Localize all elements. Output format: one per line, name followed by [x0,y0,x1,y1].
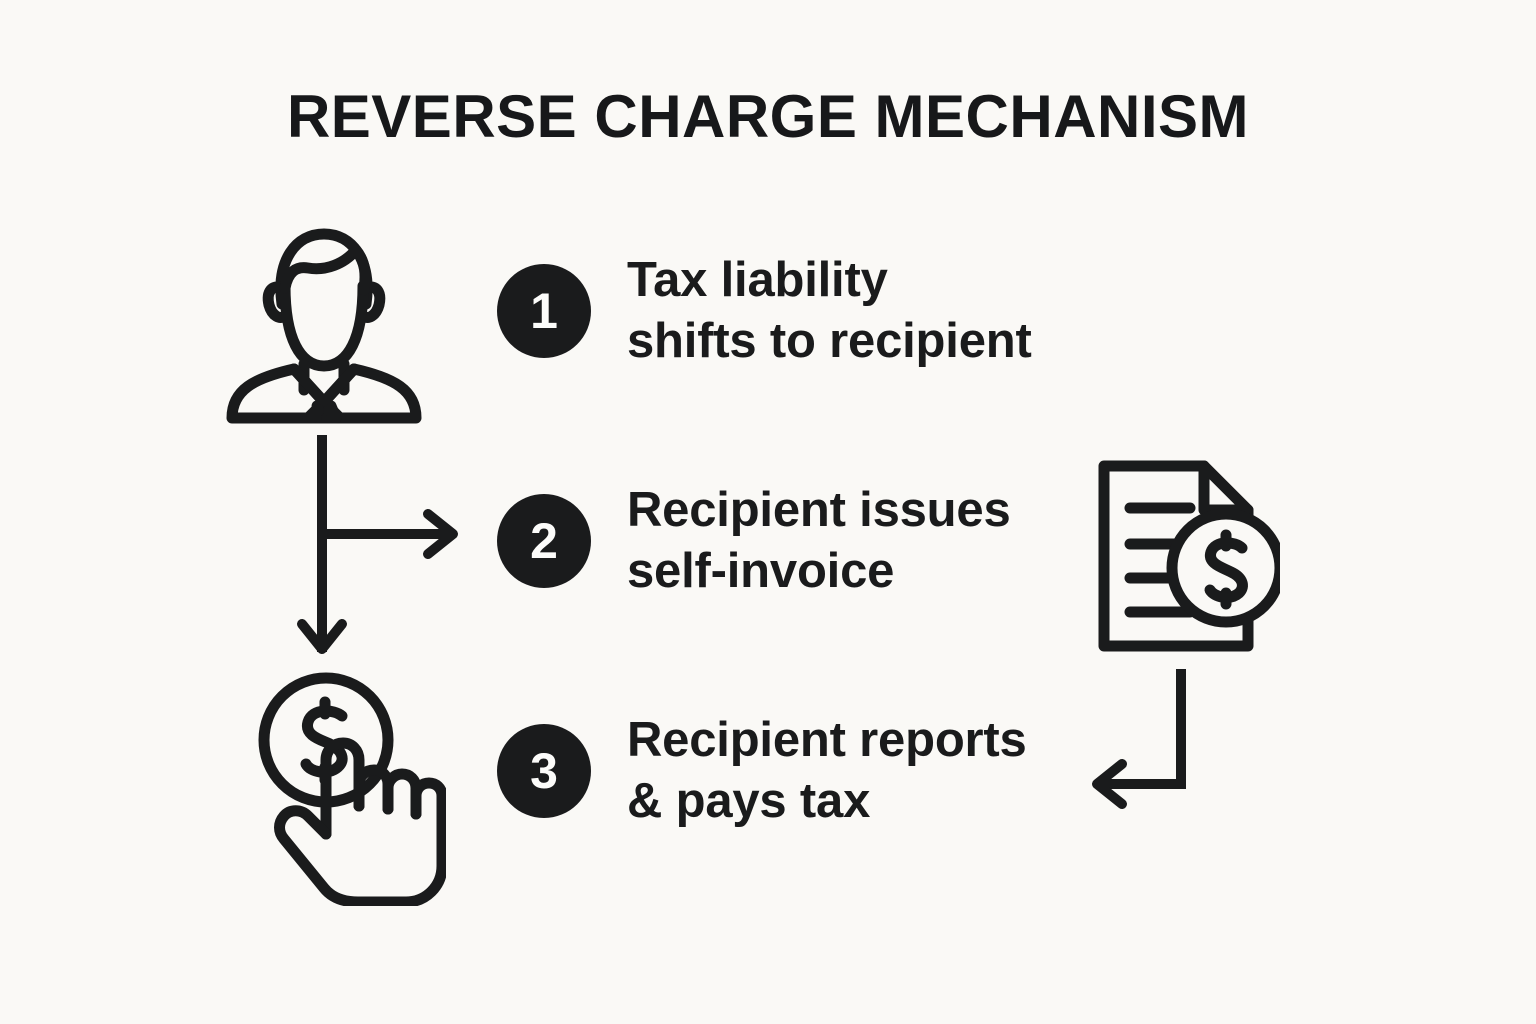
page-title: REVERSE CHARGE MECHANISM [286,83,1250,150]
elbow-arrow-left-icon [1078,660,1248,820]
flow-arrow-icon [288,432,478,672]
step-badge-3: 3 [497,723,591,818]
step-badge-2: 2 [497,493,591,588]
step-item-3: 3 Recipient reports & pays tax [497,710,1027,832]
step-label-2: Recipient issues self-invoice [627,483,1011,598]
step-label-3: Recipient reports & pays tax [627,713,1027,828]
step-label-1: Tax liability shifts to recipient [627,253,1032,368]
person-businessman-icon [216,206,432,426]
hand-pay-dollar-icon [246,666,446,906]
step-badge-1: 1 [497,263,591,358]
invoice-dollar-icon [1094,456,1280,656]
step-item-2: 2 Recipient issues self-invoice [497,480,1011,602]
step-item-1: 1 Tax liability shifts to recipient [497,250,1032,372]
